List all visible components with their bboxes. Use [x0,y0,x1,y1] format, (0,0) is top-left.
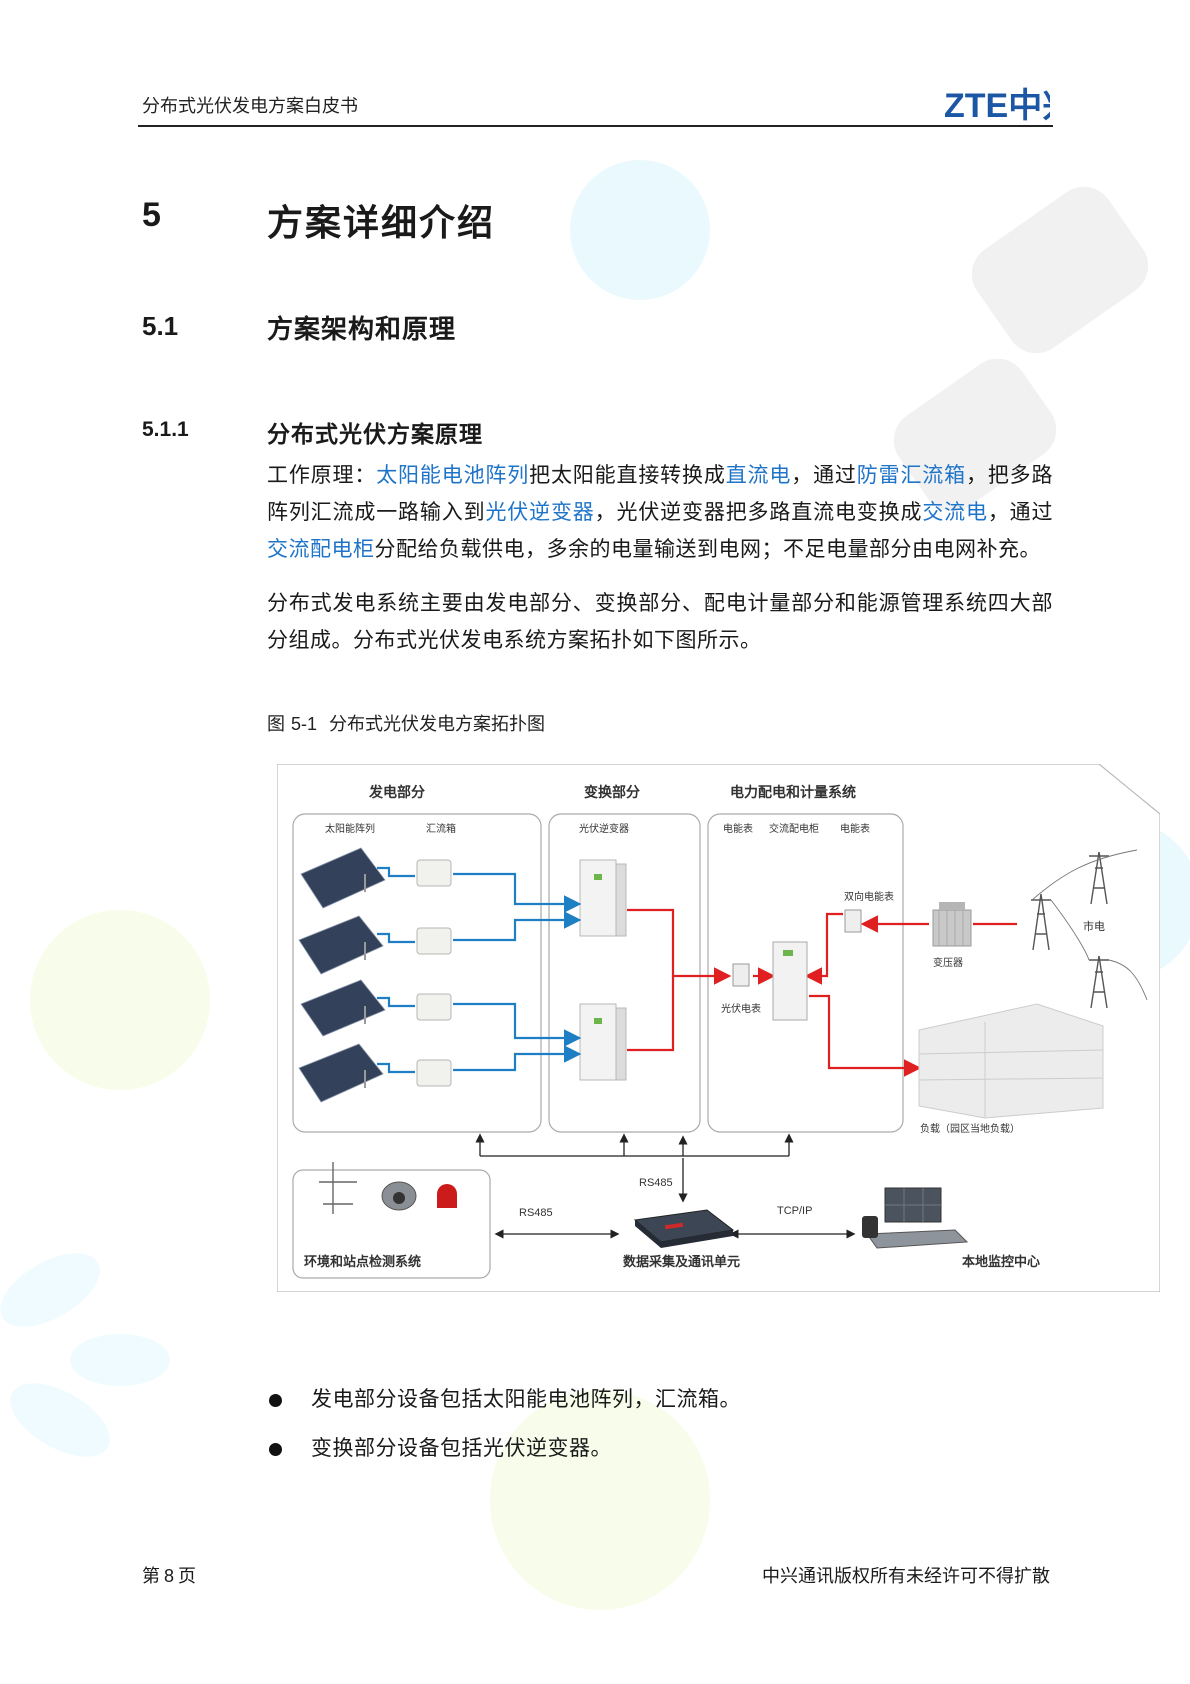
paragraph-text: ，光伏逆变器把多路直流电变换成 [594,500,923,524]
load-buildings-icon [918,1003,1104,1119]
label-grid: 市电 [1083,919,1105,933]
page-prefix: 第 [142,1566,160,1587]
section-number-h3: 5.1.1 [142,418,189,441]
label-combiner: 汇流箱 [426,822,456,835]
label-meter2: 电能表 [840,822,870,835]
solar-panel-icon [300,979,386,1037]
combiner-box-icon [416,1059,452,1087]
caption-title: 分布式光伏发电方案拓扑图 [329,714,546,735]
paragraph-text: ，通过 [987,500,1054,524]
term-link-solar-array[interactable]: 太阳能电池阵列 [376,463,530,487]
transformer-icon [932,902,972,947]
conversion-panel [548,813,701,1133]
pv-meter-icon [732,963,750,987]
inverter-icons [579,859,627,1081]
section-number-h1: 5 [142,196,161,234]
page-number-value: 8 [164,1566,175,1586]
label-tcpip: TCP/IP [777,1205,812,1217]
solar-panel-icon [298,1043,384,1103]
label-rs485-left: RS485 [519,1207,553,1219]
copyright-notice: 中兴通讯版权所有未经许可不得扩散 [762,1566,1050,1587]
inverter-icon [579,1003,617,1081]
label-dist-section: 电力配电和计量系统 [730,784,856,800]
paragraph-text: ，把多路阵列汇流成一路输入到 [267,463,1054,524]
generation-panel [292,813,542,1133]
header-divider [138,125,1053,127]
weather-station-icon [319,1162,357,1214]
section-title-h2: 方案架构和原理 [267,315,457,345]
label-env-system: 环境和站点检测系统 [304,1254,421,1269]
label-pv-meter: 光伏电表 [721,1002,761,1015]
solar-panel-icon [298,915,384,975]
tower-icon [1089,851,1109,905]
term-link-ac-cabinet[interactable]: 交流配电柜 [267,537,375,561]
label-gen-section: 发电部分 [368,784,425,800]
paragraph-text: 工作原理： [267,463,377,487]
zte-logo: ZTE中兴 [944,87,1050,124]
term-link-ac[interactable]: 交流电 [922,500,988,524]
label-rs485-top: RS485 [639,1177,673,1189]
label-meter1: 电能表 [723,822,753,835]
tower-icon [1089,955,1109,1009]
bidir-meter-icon [844,909,862,933]
zte-logo-text: ZTE中兴 [944,87,1050,124]
header-title: 分布式光伏发电方案白皮书 [142,96,358,117]
tower-icon [1031,893,1051,951]
label-load: 负载（园区当地负载） [920,1122,1020,1135]
list-item: 变换部分设备包括光伏逆变器。 [267,1424,1047,1473]
working-principle-paragraph: 工作原理：太阳能电池阵列把太阳能直接转换成直流电，通过防雷汇流箱，把多路阵列汇流… [267,457,1053,568]
combiner-box-icons [416,859,452,1087]
label-conv-section: 变换部分 [584,784,640,800]
combiner-box-icon [416,859,452,887]
combiner-box-icon [416,927,452,955]
data-unit-icon [633,1209,735,1248]
env-panel [292,1169,491,1279]
caption-prefix: 图 [267,714,285,735]
list-item: 发电部分设备包括太阳能电池阵列，汇流箱。 [267,1375,1047,1424]
inverter-icon [579,859,617,937]
label-inverter: 光伏逆变器 [579,822,629,835]
alarm-icon [437,1184,457,1208]
grid-tower-icons [1031,849,1148,1009]
system-composition-paragraph: 分布式发电系统主要由发电部分、变换部分、配电计量部分和能源管理系统四大部分组成。… [267,591,1053,652]
term-link-combiner-box[interactable]: 防雷汇流箱 [856,463,966,487]
section-title-h3: 分布式光伏方案原理 [267,421,483,448]
paragraph-text: 把太阳能直接转换成 [529,463,726,487]
equipment-bullet-list: 发电部分设备包括太阳能电池阵列，汇流箱。 变换部分设备包括光伏逆变器。 [267,1375,1047,1473]
label-bidir-meter: 双向电能表 [844,890,894,903]
solar-panel-icons [298,847,386,1103]
label-monitor-center: 本地监控中心 [962,1254,1040,1269]
diagram-frame [277,764,1160,1292]
solar-panel-icon [300,847,386,909]
section-number-h2: 5.1 [142,311,179,341]
distribution-panel [707,813,904,1133]
caption-number: 5-1 [291,714,318,734]
term-link-dc[interactable]: 直流电 [725,463,792,487]
page-suffix: 页 [178,1566,197,1587]
paragraph-text: 分配给负载供电，多余的电量输送到电网；不足电量部分由电网补充。 [374,537,1041,561]
term-link-pv-inverter[interactable]: 光伏逆变器 [485,500,595,524]
label-ac-cabinet: 交流配电柜 [769,822,819,835]
combiner-box-icon [416,993,452,1021]
monitor-center-icon [862,1187,969,1249]
topology-diagram: 发电部分 变换部分 电力配电和计量系统 太阳能阵列 汇流箱 光伏逆变器 电能表 … [277,764,1160,1292]
section-title-h1: 方案详细介绍 [267,202,496,244]
figure-caption: 图 5-1 分布式光伏发电方案拓扑图 [267,710,545,736]
paragraph-text: ，通过 [791,463,857,487]
label-solar-array: 太阳能阵列 [325,822,375,835]
label-transformer: 变压器 [933,956,963,969]
label-data-unit: 数据采集及通讯单元 [623,1254,740,1269]
env-sensor-icons [319,1162,457,1214]
